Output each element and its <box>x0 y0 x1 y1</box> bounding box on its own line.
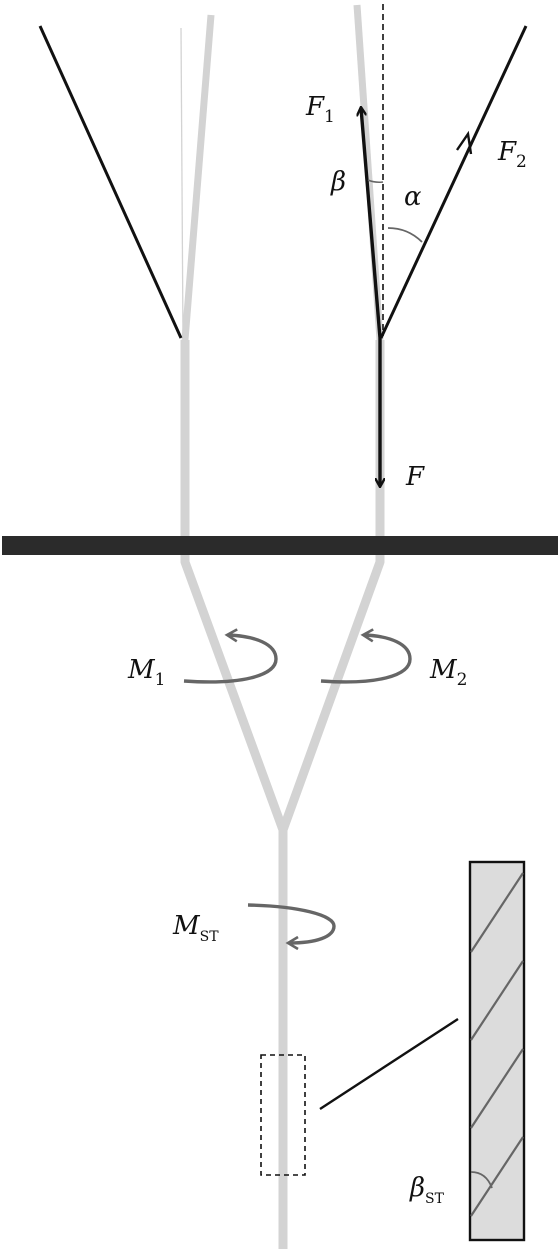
label-alpha: α <box>404 182 422 212</box>
moment-mst-arrow <box>247 903 336 943</box>
zoom-selection-box <box>260 1054 306 1176</box>
beta-st-angle-arc <box>470 1171 493 1189</box>
right-ply-yarn <box>278 555 385 832</box>
force-f2-fiber <box>379 25 528 339</box>
helix-stroke <box>470 960 524 1041</box>
alpha-angle-arc <box>387 227 423 243</box>
left-black-fiber <box>38 25 183 339</box>
label-f1: F1 <box>305 92 335 127</box>
left-yarn-upper <box>181 14 215 341</box>
zoom-connector-line <box>319 1017 459 1111</box>
inset-yarn-body <box>468 860 526 1242</box>
helix-stroke <box>470 1136 524 1217</box>
left-fiber-assembly <box>38 14 215 536</box>
force-f2-arrowhead <box>456 130 473 155</box>
moment-m2-arrow <box>320 635 412 684</box>
magnified-yarn-inset <box>468 860 526 1242</box>
left-ply-yarn <box>180 555 288 832</box>
label-beta-st: βST <box>409 1173 445 1207</box>
merged-yarn-assembly <box>180 555 385 1249</box>
helix-stroke <box>470 1048 524 1129</box>
left-yarn-thin <box>180 27 184 341</box>
horizontal-plate <box>2 536 558 555</box>
label-f: F <box>405 462 425 492</box>
label-f2: F2 <box>497 137 527 172</box>
label-m2: M2 <box>429 655 467 690</box>
beta-angle-arc <box>367 179 384 183</box>
moment-m1-arrow <box>183 635 278 684</box>
label-m1: M1 <box>127 655 165 690</box>
label-beta: β <box>330 167 346 197</box>
helix-stroke <box>470 872 524 953</box>
right-fiber-assembly <box>353 4 528 536</box>
label-mst: MST <box>172 911 219 945</box>
force-f1-arrow <box>361 108 382 339</box>
